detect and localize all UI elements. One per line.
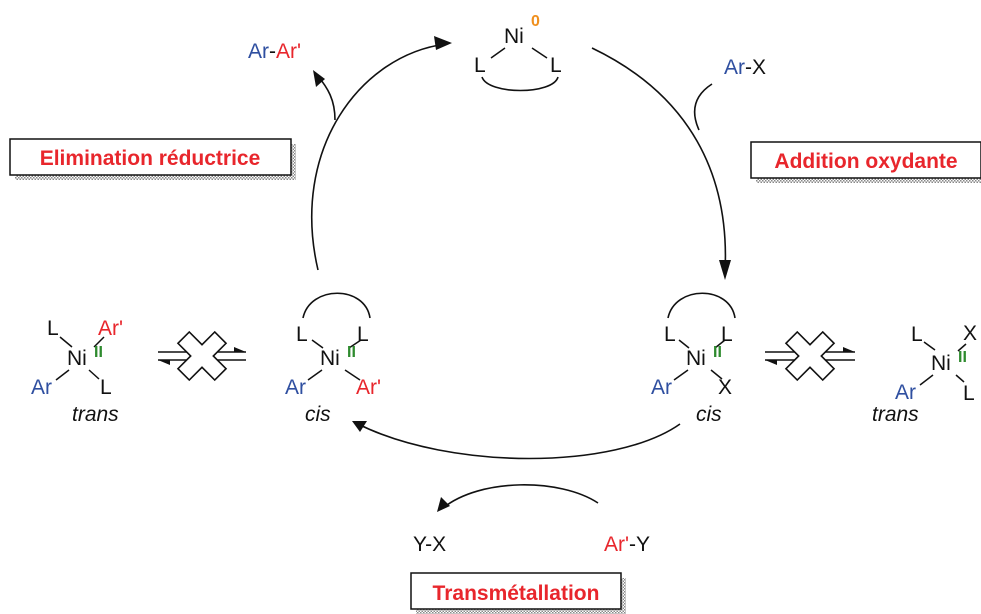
reagent-arp-y: Ar'-Y — [604, 533, 650, 556]
blocked-isomerization-right — [765, 330, 855, 382]
label-reductive-elimination: Elimination réductrice — [40, 147, 261, 170]
arrow-transmetallation-branch — [442, 484, 599, 509]
svg-text:Ar-Ar': Ar-Ar' — [248, 40, 301, 63]
trans-complex-right: L X Ni II Ar L trans — [872, 322, 977, 426]
ni0-ni: Ni — [504, 25, 524, 48]
svg-text:Ar': Ar' — [356, 376, 381, 399]
blocked-isomerization-left — [158, 330, 246, 382]
cycle-arrows — [310, 43, 727, 509]
svg-text:L: L — [357, 323, 369, 346]
arrow-substrate-branch — [693, 83, 713, 131]
svg-text:Ar: Ar — [651, 376, 672, 399]
ni0-ligand-left: L — [474, 54, 486, 77]
cis-complex-ar-arp: L L Ni II Ar Ar' cis — [285, 292, 381, 426]
svg-text:L: L — [911, 323, 923, 346]
arrow-top-right — [591, 47, 727, 273]
product-ar-arp: Ar-Ar' — [248, 40, 301, 63]
svg-text:II: II — [347, 344, 356, 361]
substrate-ar: Ar — [724, 56, 745, 79]
cis-complex-ar-x: L L Ni II Ar X cis — [651, 292, 736, 426]
svg-text:Ar-X: Ar-X — [724, 56, 766, 79]
ni0-oxidation-state: 0 — [531, 13, 540, 30]
substrate-ar-x: Ar-X — [724, 56, 766, 79]
trans-left-label: trans — [72, 403, 119, 426]
box-transmetallation: Transmétallation — [410, 572, 626, 614]
cis-right-label: cis — [696, 403, 722, 426]
cis-left-ni: Ni — [320, 347, 340, 370]
box-reductive-elimination: Elimination réductrice — [9, 138, 296, 180]
svg-text:II: II — [958, 349, 967, 366]
svg-text:L: L — [100, 376, 112, 399]
svg-text:L: L — [296, 323, 308, 346]
cross-icon-left — [176, 330, 228, 382]
product-arp: Ar' — [276, 40, 301, 63]
box-oxidative-addition: Addition oxydante — [750, 141, 981, 183]
label-oxidative-addition: Addition oxydante — [774, 150, 957, 173]
svg-text:L: L — [47, 317, 59, 340]
cis-right-ni: Ni — [686, 347, 706, 370]
arrowhead-product — [313, 70, 325, 87]
arrowhead-transmetallation — [352, 421, 367, 432]
arrowhead-reductive-elimination — [434, 36, 452, 50]
svg-text:Ni: Ni — [931, 352, 951, 375]
arrowhead-oxidative-addition — [719, 260, 731, 280]
svg-text:X: X — [963, 322, 977, 345]
label-transmetallation: Transmétallation — [433, 582, 600, 605]
trans-right-label: trans — [872, 403, 919, 426]
trans-complex-left: L Ar' Ni II Ar L trans — [31, 317, 123, 426]
svg-text:L: L — [963, 382, 975, 405]
product-ar: Ar — [248, 40, 269, 63]
svg-text:II: II — [94, 344, 103, 361]
cross-icon-right — [784, 330, 836, 382]
arrow-heads — [313, 36, 731, 512]
arrowhead-byproduct — [437, 497, 450, 512]
svg-text:Ar': Ar' — [98, 317, 123, 340]
svg-text:Ar: Ar — [895, 381, 916, 404]
svg-text:Ar: Ar — [285, 376, 306, 399]
cis-left-label: cis — [305, 403, 331, 426]
arrow-left-top — [310, 43, 447, 271]
svg-text:X: X — [718, 376, 732, 399]
arrow-bottom — [357, 423, 681, 460]
svg-text:Ni: Ni — [67, 347, 87, 370]
byproduct-y-x: Y-X — [413, 533, 446, 556]
svg-text:II: II — [713, 344, 722, 361]
ni0-complex: Ni 0 L L — [474, 13, 562, 92]
svg-text:L: L — [664, 323, 676, 346]
ni0-ligand-right: L — [550, 54, 562, 77]
svg-text:L: L — [721, 323, 733, 346]
svg-text:Ar: Ar — [31, 376, 52, 399]
substrate-x: X — [752, 56, 766, 79]
